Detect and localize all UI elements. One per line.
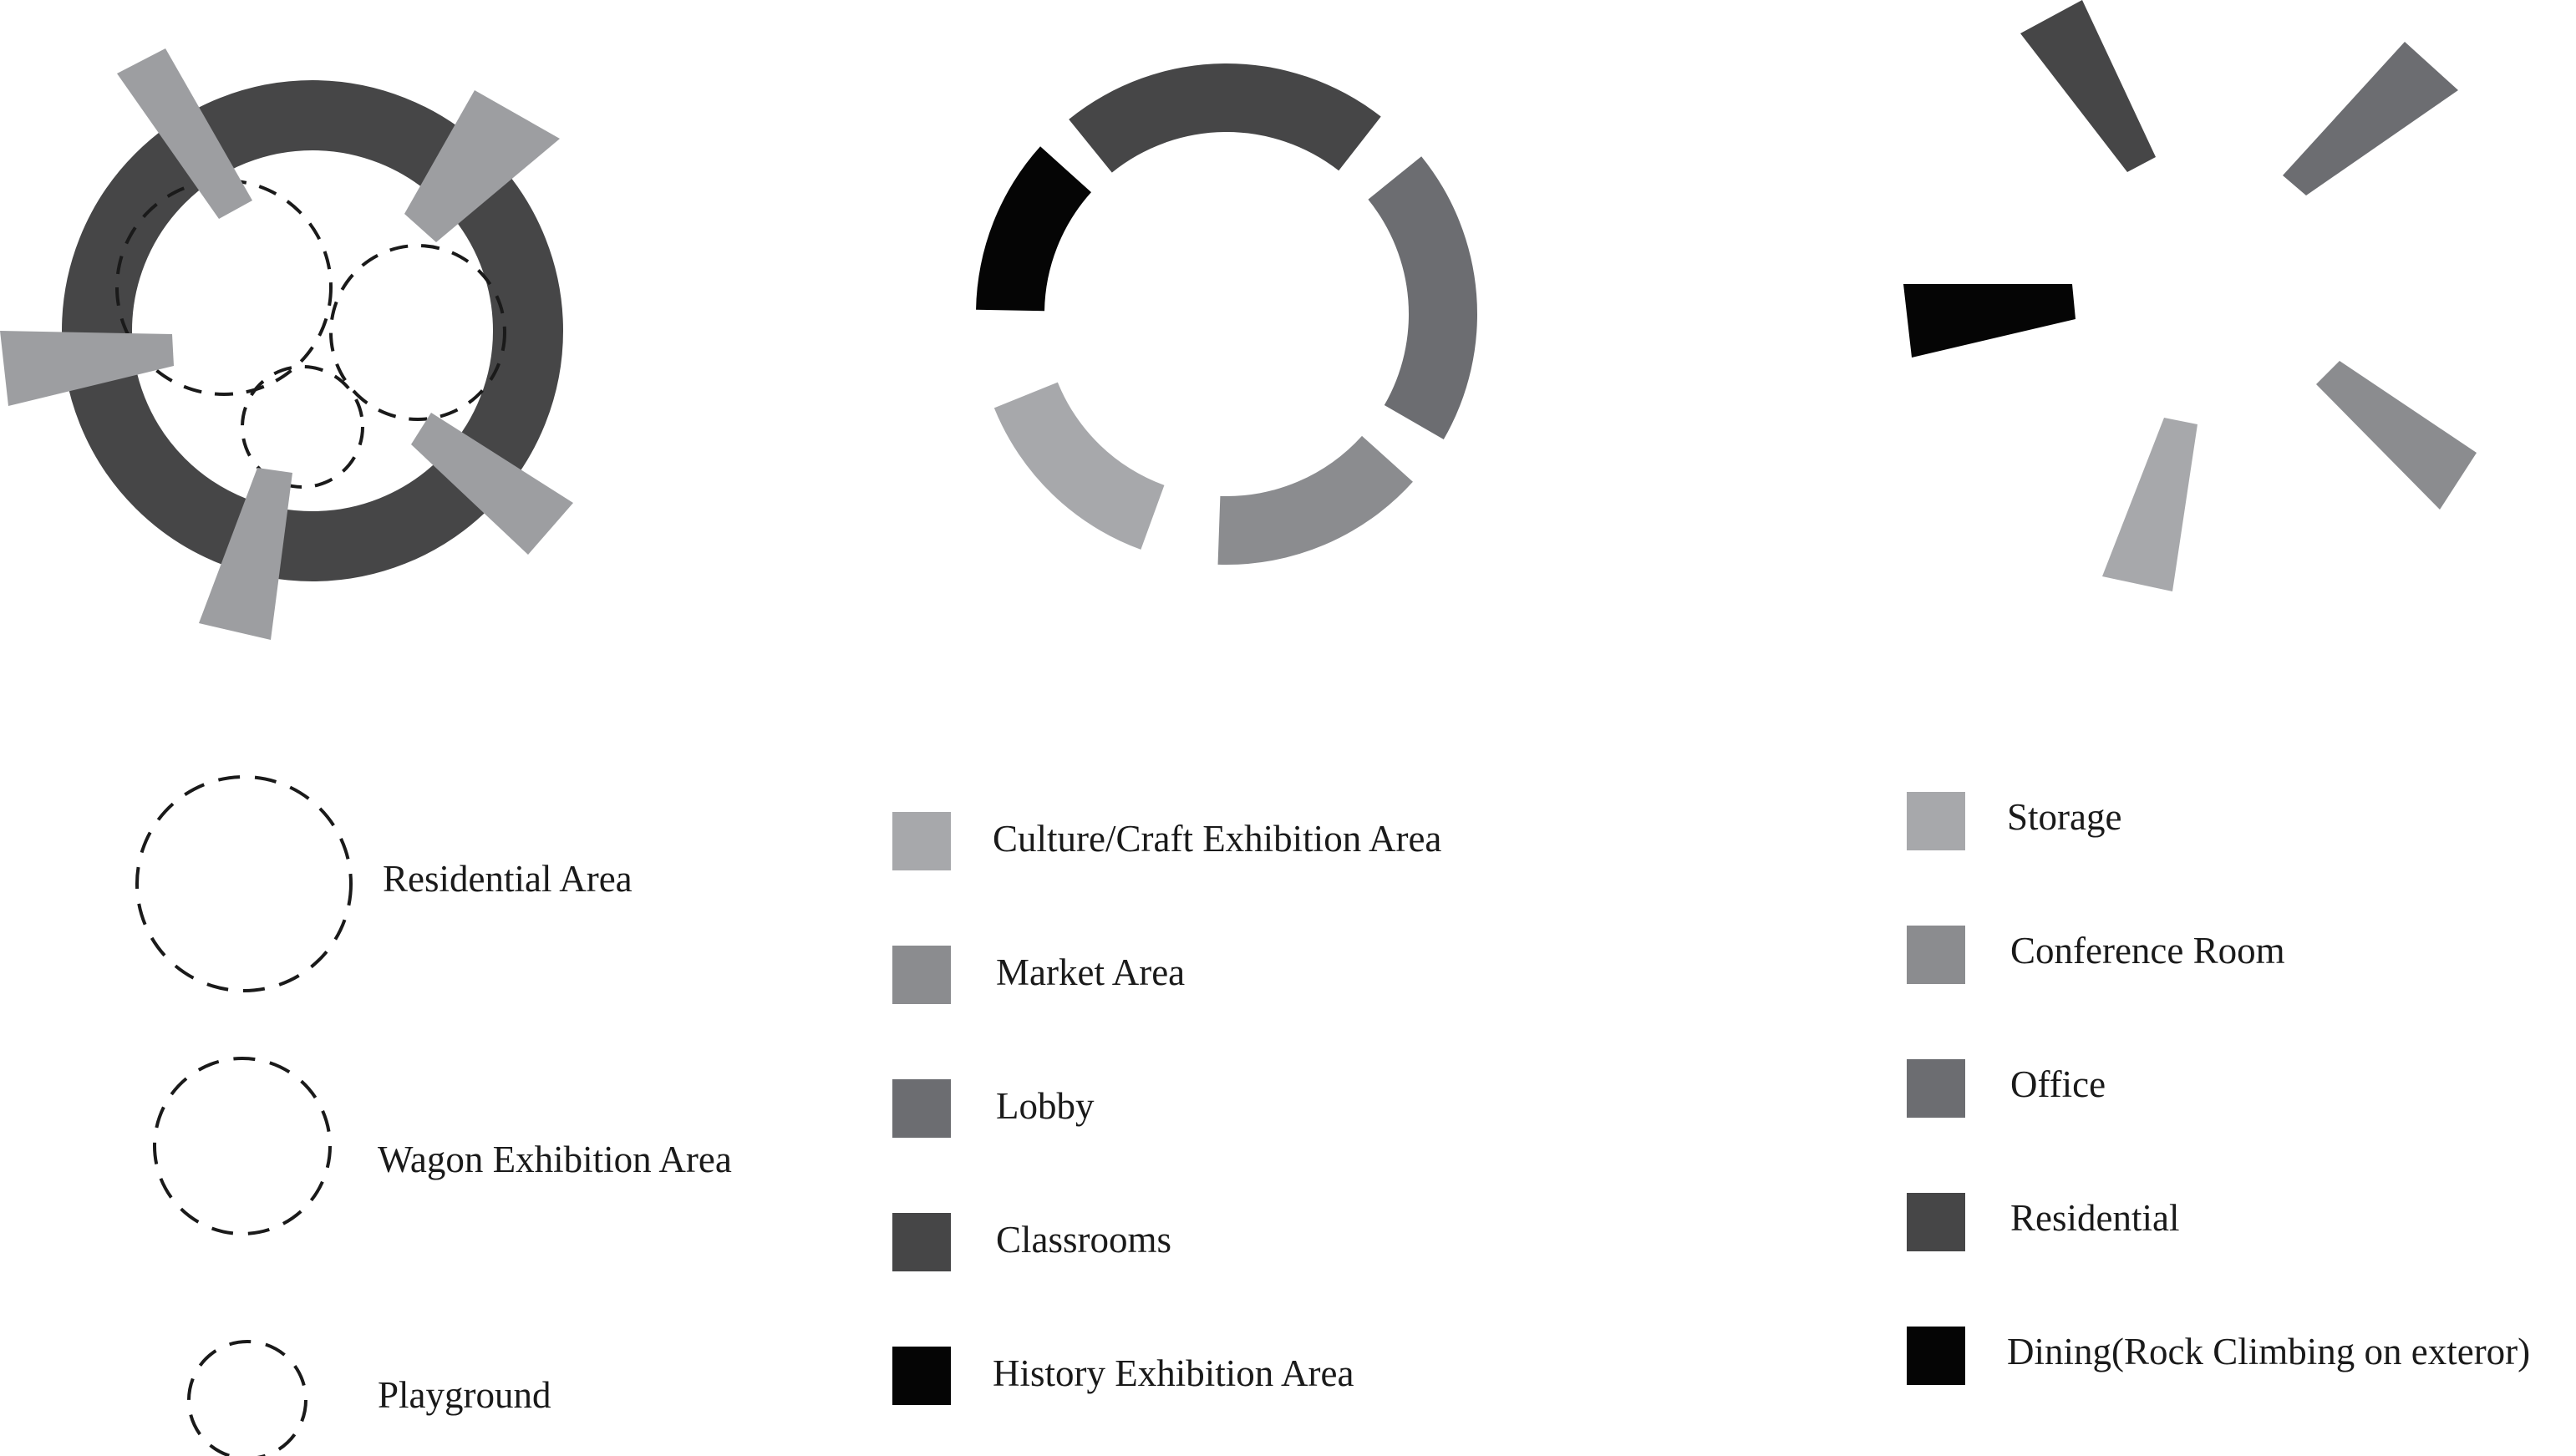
- playground-zone-circle: [241, 365, 364, 489]
- wedge-dining: [1903, 284, 2076, 358]
- legend-swatch-conference-room: [1907, 926, 1965, 984]
- ring-segment-classrooms: [1069, 63, 1381, 173]
- outer-ring: [62, 80, 563, 581]
- radial-wedges-diagram: [1903, 0, 2477, 591]
- composite-wedge-left: [0, 331, 174, 406]
- legend-label-residential-area: Residential Area: [383, 858, 633, 900]
- legend-residential-area-icon: [135, 775, 353, 992]
- residential-zone-circle: [115, 179, 333, 396]
- legend-swatch-history-exhibition: [892, 1347, 951, 1405]
- legend-label-market-area: Market Area: [996, 951, 1186, 993]
- wedge-office: [2283, 42, 2458, 195]
- ring-segment-lobby: [1368, 156, 1477, 439]
- legend-label-wagon-exhibition-area: Wagon Exhibition Area: [378, 1139, 732, 1180]
- legend-playground-icon: [187, 1340, 307, 1456]
- composite-wedge-bottom: [199, 468, 292, 640]
- legend-label-storage: Storage: [2007, 796, 2122, 838]
- legend-swatch-lobby: [892, 1079, 951, 1138]
- legend-swatch-office: [1907, 1059, 1965, 1118]
- composite-wedge-bottom-right: [411, 413, 573, 555]
- legend-swatch-dining: [1907, 1327, 1965, 1385]
- legend-label-playground: Playground: [378, 1374, 551, 1416]
- ring-segment-market-area: [1217, 435, 1413, 565]
- segmented-ring-diagram: [976, 63, 1477, 565]
- composite-wedge-top-right: [404, 90, 560, 242]
- wedge-storage: [2102, 418, 2197, 591]
- legend-label-residential: Residential: [2010, 1197, 2180, 1239]
- legend-label-history-exhibition: History Exhibition Area: [993, 1352, 1354, 1394]
- legend-swatch-classrooms: [892, 1213, 951, 1271]
- legend-swatch-storage: [1907, 792, 1965, 850]
- legend-label-classrooms: Classrooms: [996, 1219, 1172, 1261]
- legend-label-conference-room: Conference Room: [2010, 930, 2285, 972]
- wedge-conference-room: [2316, 361, 2477, 510]
- dashed-legend-icons: [135, 775, 353, 1456]
- ring-segment-history-exhibition: [976, 146, 1091, 312]
- legend-swatch-culture-craft: [892, 812, 951, 870]
- legend-label-office: Office: [2010, 1063, 2106, 1105]
- legend-swatch-market-area: [892, 946, 951, 1004]
- composite-wedge-top-left: [117, 48, 252, 219]
- legend-swatch-residential: [1907, 1193, 1965, 1251]
- composite-diagram: [0, 48, 573, 640]
- wedge-residential: [2020, 0, 2156, 172]
- legend-wagon-exhibition-area-icon: [153, 1057, 332, 1235]
- legend-label-dining: Dining(Rock Climbing on exteror): [2007, 1331, 2531, 1372]
- legend-label-culture-craft: Culture/Craft Exhibition Area: [993, 818, 1442, 860]
- ring-segment-culture-craft: [993, 382, 1165, 550]
- legend-label-lobby: Lobby: [996, 1085, 1095, 1127]
- wagon-exhibition-zone-circle: [329, 244, 506, 421]
